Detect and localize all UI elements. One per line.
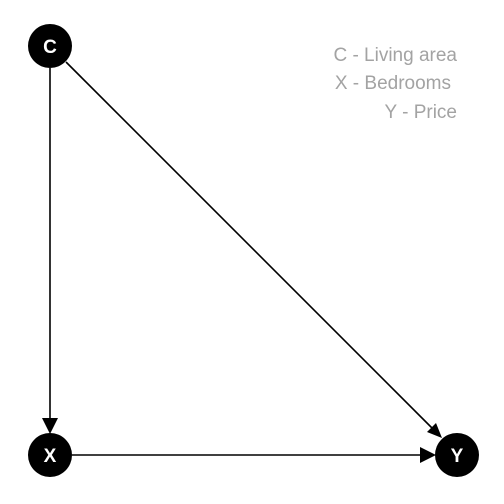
node-x-label: X [44, 446, 57, 467]
edge-c-to-y-arrowhead [427, 423, 442, 438]
edge-c-to-x-arrowhead [42, 418, 58, 434]
node-y: Y [435, 433, 479, 477]
edge-c-to-y [65, 61, 435, 431]
node-c: C [28, 24, 72, 68]
node-c-circle [28, 24, 72, 68]
edge-x-to-y-arrowhead [420, 447, 436, 463]
node-y-circle [435, 433, 479, 477]
legend-item-x: X - Bedrooms [335, 73, 451, 94]
legend-item-y: Y - Price [384, 102, 457, 123]
node-y-label: Y [451, 446, 464, 467]
legend-item-c: C - Living area [333, 45, 457, 66]
node-x: X [28, 433, 72, 477]
legend: C - Living area X - Bedrooms Y - Price [333, 45, 457, 123]
node-c-label: C [43, 37, 57, 58]
node-x-circle [28, 433, 72, 477]
